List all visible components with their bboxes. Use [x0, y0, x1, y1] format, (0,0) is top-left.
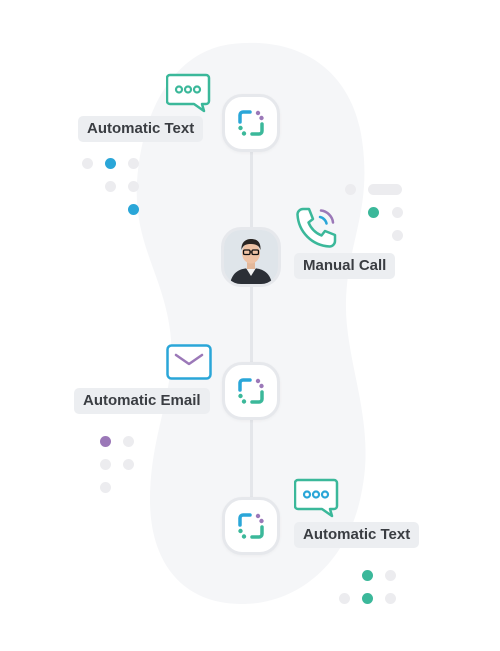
decor-dot: [100, 459, 111, 470]
decor-dot: [339, 593, 350, 604]
person-photo-icon: [224, 230, 278, 284]
decor-pill: [368, 184, 402, 195]
decor-dot: [345, 184, 356, 195]
decor-dot: [105, 158, 116, 169]
step-4-label: Automatic Text: [294, 522, 420, 548]
decor-dot: [392, 207, 403, 218]
step-3-label: Automatic Email: [74, 388, 210, 414]
decor-dot: [123, 459, 134, 470]
decor-dot: [100, 436, 111, 447]
decor-dot: [385, 593, 396, 604]
decor-dot: [105, 181, 116, 192]
step-1-label: Automatic Text: [78, 116, 204, 142]
sequence-logo-icon: [238, 378, 264, 404]
step-2-label: Manual Call: [294, 253, 396, 279]
decor-dot: [368, 207, 379, 218]
phone-icon: [296, 207, 337, 248]
step-1-node: [222, 94, 280, 152]
sequence-logo-icon: [238, 513, 264, 539]
decor-dot: [362, 570, 373, 581]
decor-dot: [362, 593, 373, 604]
step-3-node: [222, 362, 280, 420]
avatar: [221, 227, 281, 287]
sequence-logo-icon: [238, 110, 264, 136]
chat-bubble-icon: [166, 73, 211, 113]
decor-dot: [128, 204, 139, 215]
decor-dot: [82, 158, 93, 169]
decor-dot: [100, 482, 111, 493]
chat-bubble-icon: [294, 478, 339, 518]
envelope-icon: [166, 344, 212, 380]
decor-dot: [128, 181, 139, 192]
decor-dot: [123, 436, 134, 447]
decor-dot: [392, 230, 403, 241]
step-4-node: [222, 497, 280, 555]
timeline-connector: [250, 150, 253, 500]
decor-dot: [128, 158, 139, 169]
decor-dot: [385, 570, 396, 581]
